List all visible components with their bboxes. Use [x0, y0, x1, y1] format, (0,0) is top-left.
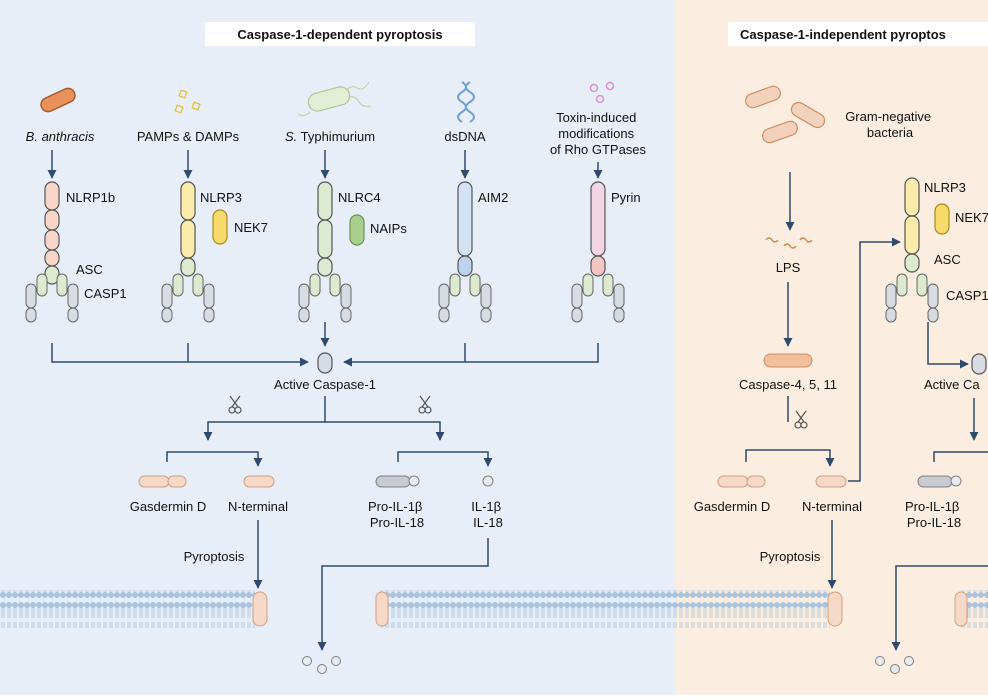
- membrane-left: [0, 590, 255, 628]
- gasdermin-d-icon: [138, 475, 187, 488]
- label-naips: NAIPs: [370, 221, 407, 236]
- right-label-pro-il: Pro-IL-1β Pro-IL-18: [905, 499, 963, 530]
- nlrc4-complex: [317, 181, 365, 277]
- right-il-release-arrow: [891, 565, 988, 651]
- right-label-nek7: NEK7: [955, 210, 988, 225]
- right-nlrp3-complex: [904, 177, 950, 273]
- casp1-leg-pair: [438, 273, 492, 323]
- scissors-icon: [794, 410, 808, 429]
- scissors-icon: [228, 395, 242, 414]
- right-to-active-arrow: [927, 322, 969, 369]
- right-label-asc: ASC: [934, 252, 961, 267]
- right-gasdermin-d-icon: [717, 475, 766, 488]
- label-dsdna: dsDNA: [444, 129, 486, 144]
- right-label-n-terminal: N-terminal: [802, 499, 862, 514]
- pyrin-complex: [590, 181, 606, 277]
- label-caspase-4-5-11: Caspase-4, 5, 11: [739, 377, 837, 392]
- membrane-pore-center-left: [375, 591, 389, 627]
- right-pro-il-split: [933, 451, 988, 462]
- casp1-leg-pair: [25, 273, 79, 323]
- right-panel-title: Caspase-1-independent pyroptos: [740, 27, 946, 42]
- left-panel-bg: [0, 0, 676, 695]
- nek7-block: [212, 209, 228, 245]
- right-title-box: [728, 22, 988, 46]
- right-label-casp: CASP1: [946, 288, 988, 303]
- scissors-icon: [418, 395, 432, 414]
- label-nek7: NEK7: [234, 220, 268, 235]
- right-label-gasdermin: Gasdermin D: [694, 499, 771, 514]
- typhimurium-bacterium-icon: [297, 81, 372, 117]
- label-pamps-damps: PAMPs & DAMPs: [137, 129, 240, 144]
- label-pyroptosis: Pyroptosis: [184, 549, 245, 564]
- label-nlrp3: NLRP3: [200, 190, 242, 205]
- label-toxin: Toxin-induced modifications of Rho GTPas…: [550, 110, 647, 157]
- casp1-legs: [25, 273, 939, 323]
- right-gasdermin-split: [745, 449, 835, 467]
- dsdna-helix-icon: [457, 81, 475, 123]
- aim2-complex: [457, 181, 473, 277]
- nlrp3-complex: [180, 181, 228, 277]
- right-label-active: Active Ca: [924, 377, 980, 392]
- label-n-terminal: N-terminal: [228, 499, 288, 514]
- casp1-leg-pair: [885, 273, 939, 323]
- active-caspase1-block: [317, 352, 333, 374]
- nlrp1b-complex: [44, 181, 60, 285]
- label-il: IL-1β IL-18: [471, 499, 505, 530]
- pamps-icon: [174, 89, 201, 114]
- label-lps: LPS: [776, 260, 801, 275]
- naips-block: [349, 214, 365, 246]
- il-icon: [482, 475, 494, 487]
- label-nlrp1b: NLRP1b: [66, 190, 115, 205]
- casp1-leg-pair: [571, 273, 625, 323]
- n-terminal-to-nlrp3-arrow: [848, 237, 901, 482]
- anthracis-bacterium-icon: [40, 87, 76, 113]
- gram-negative-bacteria-icon: [745, 85, 826, 144]
- n-terminal-icon: [243, 475, 275, 488]
- casp1-leg-pair: [161, 273, 215, 323]
- right-label-pyroptosis: Pyroptosis: [760, 549, 821, 564]
- label-gram-negative: Gram-negative bacteria: [845, 109, 935, 140]
- label-nlrc4: NLRC4: [338, 190, 381, 205]
- trigger-arrows: [47, 150, 795, 231]
- caspase-4-5-11-block: [763, 353, 813, 368]
- label-gasdermin: Gasdermin D: [130, 499, 207, 514]
- right-active-block: [971, 353, 987, 375]
- label-pro-il: Pro-IL-1β Pro-IL-18: [368, 499, 426, 530]
- right-n-terminal-icon: [815, 475, 847, 488]
- released-cytokines-right: [875, 656, 914, 674]
- released-cytokines: [302, 656, 341, 674]
- split-arrows: [166, 396, 493, 467]
- left-panel-title: Caspase-1-dependent pyroptosis: [237, 27, 442, 42]
- il-release-arrow: [317, 538, 489, 651]
- membrane-pore-center-right: [827, 591, 843, 627]
- membrane-center: [380, 590, 830, 628]
- label-pyrin: Pyrin: [611, 190, 641, 205]
- left-title-box: [205, 22, 475, 46]
- pro-il-icon: [375, 475, 420, 488]
- label-typhimurium: S. Typhimurium: [285, 129, 375, 144]
- convergence-lines: [51, 322, 599, 367]
- casp1-leg-pair: [298, 273, 352, 323]
- toxin-icon: [589, 81, 615, 104]
- right-pro-il-icon: [917, 475, 962, 488]
- membrane-pore-left: [252, 591, 268, 627]
- label-casp1: CASP1: [84, 286, 127, 301]
- right-label-nlrp3: NLRP3: [924, 180, 966, 195]
- label-anthracis: B. anthracis: [26, 129, 95, 144]
- lps-icon: [765, 237, 813, 249]
- label-aim2: AIM2: [478, 190, 508, 205]
- label-asc-1: ASC: [76, 262, 103, 277]
- right-nek7-block: [934, 203, 950, 235]
- membrane-pore-right: [954, 591, 968, 627]
- label-active-caspase1: Active Caspase-1: [274, 377, 376, 392]
